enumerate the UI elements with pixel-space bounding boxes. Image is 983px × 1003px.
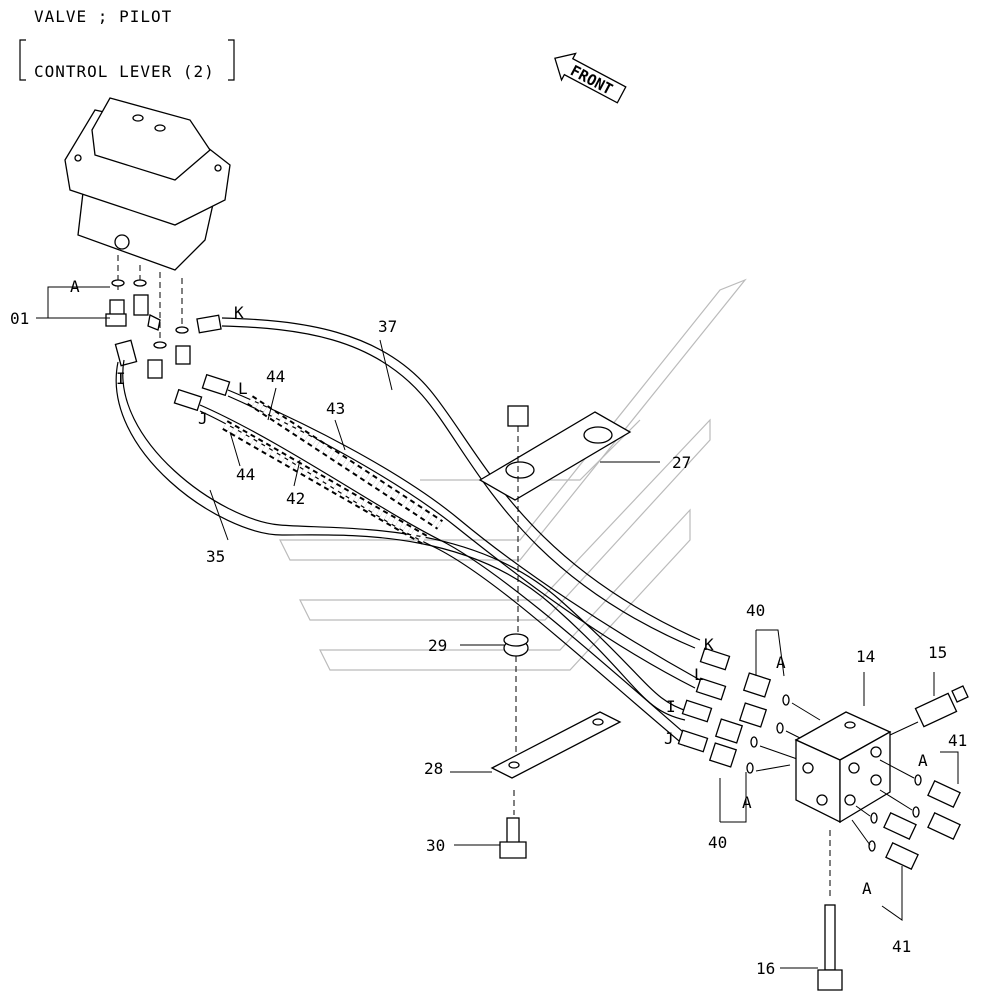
- ref-j-top: J: [198, 409, 208, 428]
- mounting-plate-27: [478, 405, 632, 640]
- ref-a-41-bottom: A: [862, 879, 872, 898]
- callouts: 01 14 15 16 27 28 29 30 35 37 40 40 41 4…: [10, 309, 967, 978]
- title-line-1: VALVE ; PILOT: [34, 7, 172, 26]
- callout-42: 42: [286, 489, 305, 508]
- callout-44-top: 44: [266, 367, 285, 386]
- plate-28: [490, 711, 622, 815]
- ref-a-top: A: [70, 277, 80, 296]
- ref-i-bottom: I: [666, 697, 676, 716]
- callout-15: 15: [928, 643, 947, 662]
- top-fittings: [105, 294, 231, 412]
- callout-30: 30: [426, 836, 445, 855]
- diagram-title: VALVE ; PILOT CONTROL LEVER (2): [19, 7, 235, 81]
- hose-armour-42: [222, 420, 428, 545]
- ref-l-bottom: L: [694, 665, 704, 684]
- callout-14: 14: [856, 647, 875, 666]
- callout-01: 01: [10, 309, 29, 328]
- ref-a-41-top: A: [918, 751, 928, 770]
- callout-16: 16: [756, 959, 775, 978]
- callout-35: 35: [206, 547, 225, 566]
- callout-40-top: 40: [746, 601, 765, 620]
- bolt-16: [817, 830, 843, 991]
- hose-end-fittings: [677, 647, 731, 753]
- front-arrow: FRONT: [554, 52, 627, 104]
- title-line-2: CONTROL LEVER (2): [34, 62, 215, 81]
- reference-letters: A A A A A K K L L I I J J: [70, 277, 928, 898]
- watermark-logo: [279, 278, 747, 671]
- front-label: FRONT: [567, 61, 615, 98]
- pilot-valve-body: [64, 97, 231, 340]
- collar-29: [503, 633, 529, 760]
- o-rings-top: [111, 279, 189, 349]
- hose-armour-43: [246, 395, 444, 530]
- callout-27: 27: [672, 453, 691, 472]
- manifold-block: [794, 711, 892, 824]
- ref-k-top: K: [234, 303, 244, 322]
- callout-29: 29: [428, 636, 447, 655]
- ref-l-top: L: [238, 379, 248, 398]
- callout-28: 28: [424, 759, 443, 778]
- hoses: [115, 317, 701, 747]
- ref-j-bottom: J: [664, 729, 674, 748]
- adapters-40: [708, 672, 821, 774]
- ref-a-40-top: A: [776, 653, 786, 672]
- ref-i-top: I: [116, 369, 126, 388]
- callout-40-bottom: 40: [708, 833, 727, 852]
- callout-37: 37: [378, 317, 397, 336]
- leader-lines: [36, 286, 959, 969]
- pressure-switch: [889, 685, 969, 736]
- callout-41-bottom: 41: [892, 937, 911, 956]
- ref-k-bottom: K: [704, 635, 714, 654]
- callout-44-bottom: 44: [236, 465, 255, 484]
- fittings-41: [851, 759, 961, 871]
- callout-43: 43: [326, 399, 345, 418]
- callout-41-top: 41: [948, 731, 967, 750]
- bolt-30: [499, 817, 527, 859]
- ref-a-40-bottom: A: [742, 793, 752, 812]
